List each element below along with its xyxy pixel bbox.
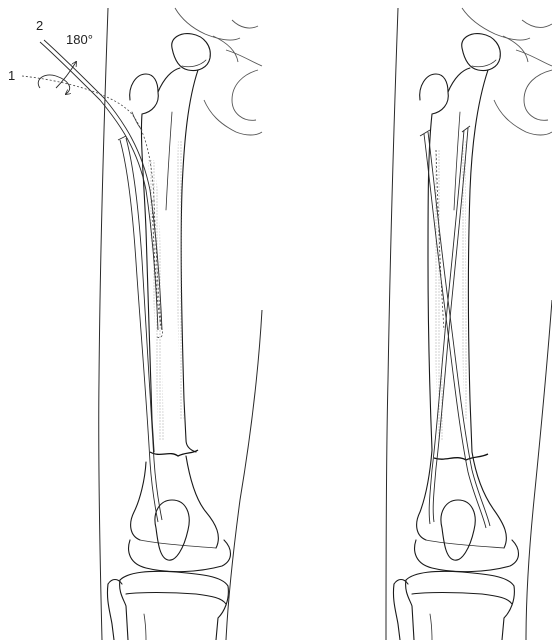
left-thigh-skin-outline bbox=[99, 8, 108, 640]
left-femur-proximal bbox=[130, 34, 211, 452]
left-fracture-line bbox=[150, 450, 198, 456]
right-thigh-skin-outline bbox=[386, 8, 398, 640]
right-tibia-fibula bbox=[393, 571, 514, 640]
right-fracture-line bbox=[434, 454, 488, 460]
right-panel bbox=[386, 8, 552, 640]
wire-label-2: 2 bbox=[36, 18, 43, 33]
left-distal-femur bbox=[129, 456, 231, 572]
left-elastic-nails bbox=[22, 40, 163, 522]
right-patella bbox=[441, 500, 475, 560]
left-panel: 1 2 180° bbox=[8, 8, 262, 640]
wire-label-1: 1 bbox=[8, 68, 15, 83]
right-pelvis bbox=[462, 8, 552, 135]
right-thigh-skin-outline-right bbox=[526, 300, 552, 640]
right-shaft-shading-right bbox=[461, 140, 469, 420]
right-femur-proximal bbox=[420, 34, 501, 452]
right-distal-femur bbox=[415, 450, 519, 572]
rotation-angle-label: 180° bbox=[66, 32, 93, 47]
left-tibia-fibula bbox=[107, 571, 228, 640]
left-thigh-skin-outline-right bbox=[226, 310, 262, 640]
